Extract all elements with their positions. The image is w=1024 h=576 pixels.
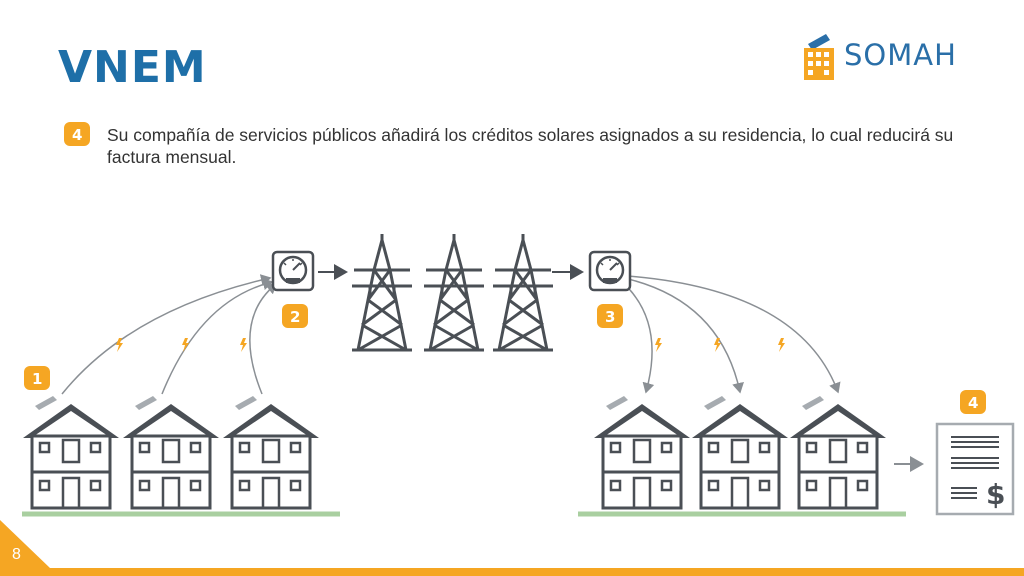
- energy-arc-left-3: [249, 283, 278, 395]
- badge-label: 4: [72, 126, 82, 144]
- house-left-3: [221, 394, 321, 510]
- bill-icon: $: [935, 422, 1015, 516]
- step-badge-2: 2: [282, 304, 308, 328]
- credit-arc-right-1: [619, 279, 655, 394]
- house-left-1: [21, 394, 121, 510]
- credit-arc-right-2: [623, 277, 744, 394]
- energy-arc-left-2: [161, 278, 274, 395]
- house-left-2: [121, 394, 221, 510]
- meter-icon-right: [588, 250, 632, 292]
- step-badge-1: 1: [24, 366, 50, 390]
- house-right-1: [592, 394, 692, 510]
- transmission-tower-icon: [422, 232, 486, 352]
- page-number: 8: [12, 546, 21, 563]
- dollar-icon: $: [986, 478, 1005, 511]
- lightning-icon: [778, 338, 785, 352]
- step-badge-3: 3: [597, 304, 623, 328]
- building-logo-icon: [804, 34, 834, 80]
- badge-label: 3: [605, 308, 615, 326]
- lightning-icon: [655, 338, 662, 352]
- credit-arc-right-3: [627, 275, 841, 394]
- lightning-icon: [240, 338, 247, 352]
- step-description: Su compañía de servicios públicos añadir…: [107, 125, 954, 167]
- badge-label: 1: [32, 370, 42, 388]
- transmission-tower-icon: [350, 232, 414, 352]
- step-badge-4-header: 4: [64, 122, 90, 146]
- lightning-icon: [116, 338, 123, 352]
- transmission-tower-icon: [491, 232, 555, 352]
- energy-arc-left-1: [61, 274, 272, 395]
- step-badge-4-bill: 4: [960, 390, 986, 414]
- somah-logo: SOMAH: [800, 30, 970, 82]
- house-right-3: [788, 394, 888, 510]
- logo-text: SOMAH: [844, 38, 957, 72]
- meter-icon-left: [271, 250, 315, 292]
- page-title: VNEM: [58, 42, 207, 93]
- badge-label: 2: [290, 308, 300, 326]
- bottom-accent-band: [0, 520, 1024, 576]
- badge-label: 4: [968, 394, 978, 412]
- house-right-2: [690, 394, 790, 510]
